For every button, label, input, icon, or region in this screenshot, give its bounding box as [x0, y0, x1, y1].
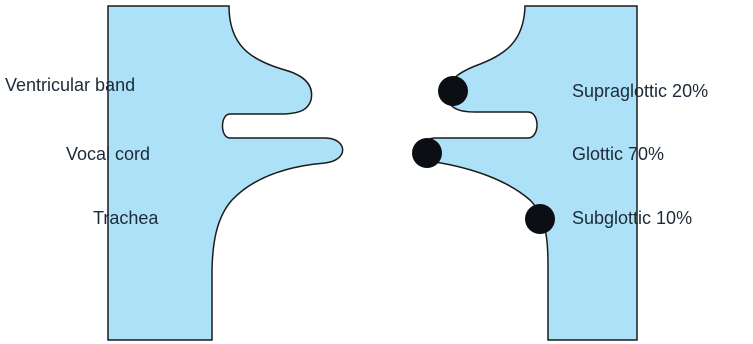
label-vocal-cord: Vocal cord [66, 144, 150, 164]
label-trachea: Trachea [93, 208, 159, 228]
label-subglottic: Subglottic 10% [572, 208, 692, 228]
right-laryngeal-wall [420, 6, 637, 340]
label-glottic: Glottic 70% [572, 144, 664, 164]
glottic-tumor-marker [412, 138, 442, 168]
subglottic-tumor-marker [525, 204, 555, 234]
supraglottic-tumor-marker [438, 76, 468, 106]
label-supraglottic: Supraglottic 20% [572, 81, 708, 101]
label-ventricular-band: Ventricular band [5, 75, 135, 95]
left-laryngeal-wall [108, 6, 343, 340]
